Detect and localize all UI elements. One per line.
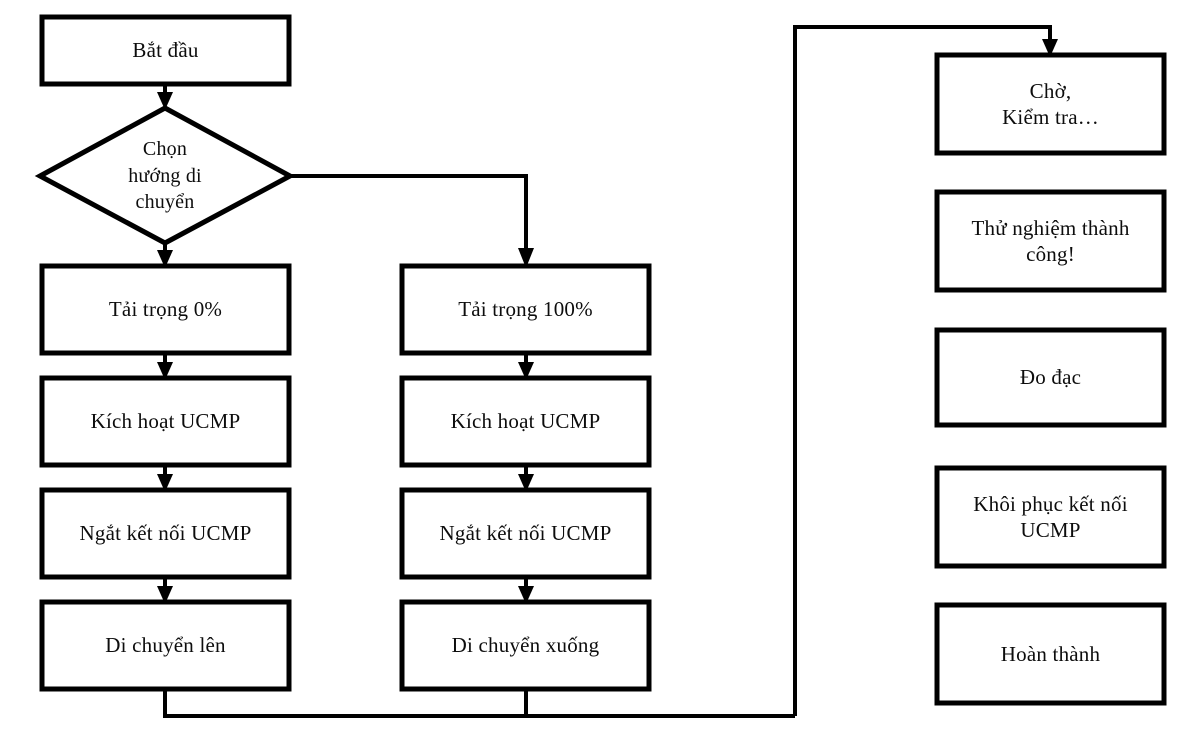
- edge-left-move-to-merge: [163, 689, 795, 718]
- node-left-activate[interactable]: [39, 375, 292, 468]
- edge-mid-activate-to-disconnect: [518, 465, 534, 492]
- edge-left-activate-to-disconnect: [157, 465, 173, 492]
- node-left-load[interactable]: [39, 263, 292, 356]
- node-mid-disconnect[interactable]: [399, 487, 652, 580]
- edge-start-to-decision: [157, 84, 173, 110]
- edge-left-load-to-activate: [157, 353, 173, 380]
- node-mid-load[interactable]: [399, 263, 652, 356]
- node-left-disconnect[interactable]: [39, 487, 292, 580]
- node-finish[interactable]: [934, 602, 1167, 706]
- edge-decision-to-left-load: [157, 243, 173, 268]
- edge-merge-to-wait-check: [793, 25, 1058, 716]
- edge-mid-load-to-activate: [518, 353, 534, 380]
- node-wait-check[interactable]: [934, 52, 1167, 156]
- node-start[interactable]: [39, 14, 292, 87]
- node-left-move[interactable]: [39, 599, 292, 692]
- node-restore[interactable]: [934, 465, 1167, 569]
- edge-left-disconnect-to-move: [157, 577, 173, 604]
- edge-decision-to-mid-load: [290, 174, 534, 268]
- node-test-success[interactable]: [934, 189, 1167, 293]
- node-decision[interactable]: [34, 105, 296, 246]
- node-mid-activate[interactable]: [399, 375, 652, 468]
- edge-mid-disconnect-to-move: [518, 577, 534, 604]
- node-mid-move[interactable]: [399, 599, 652, 692]
- node-measure[interactable]: [934, 327, 1167, 428]
